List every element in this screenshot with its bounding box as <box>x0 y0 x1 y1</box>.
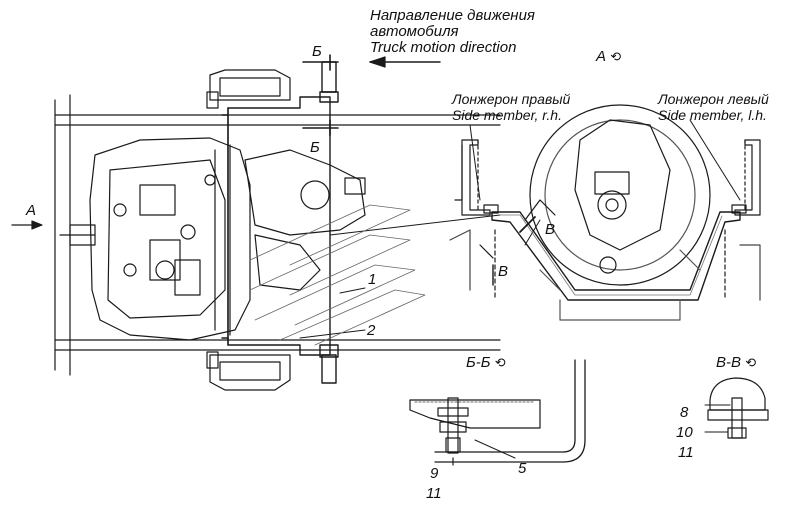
cut-v-label-lower: В <box>498 263 509 280</box>
callout-8: 8 <box>680 404 689 421</box>
view-a-title: А ⟲ <box>596 49 621 65</box>
arrow-a-label: А <box>26 202 37 219</box>
callout-1: 1 <box>368 271 377 288</box>
view-bb-title: Б-Б ⟲ <box>466 355 506 371</box>
motion-direction-line1: Направление движения <box>370 7 535 24</box>
view-vv-title: В-В ⟲ <box>716 355 756 371</box>
callout-9: 9 <box>430 465 439 482</box>
cross-member <box>221 61 339 384</box>
arrow-a-view <box>11 220 43 230</box>
rotation-icon: ⟲ <box>610 49 622 64</box>
side-member-left-en: Side member, l.h. <box>658 107 767 123</box>
section-b-cut <box>302 54 339 136</box>
section-b-bottom-label: Б <box>310 139 320 156</box>
view-bb-letters: Б-Б <box>466 354 491 371</box>
motion-direction-line2: автомобиля <box>370 23 459 40</box>
side-member-left-ru: Лонжерон левый <box>658 91 769 107</box>
callout-11-bb: 11 <box>426 485 442 502</box>
side-member-right-en: Side member, r.h. <box>452 107 562 123</box>
projection-lines <box>249 204 426 346</box>
motion-arrow <box>369 56 441 68</box>
engine-mounts <box>206 69 291 391</box>
view-a-letter: А <box>596 48 607 65</box>
section-b-top-label: Б <box>312 43 322 60</box>
view-vv-letters: В-В <box>716 354 742 371</box>
cut-v-label-upper: В <box>545 221 556 238</box>
motion-direction-line3: Truck motion direction <box>370 39 517 56</box>
side-member-right-ru: Лонжерон правый <box>452 91 571 107</box>
callout-10: 10 <box>676 424 693 441</box>
gearbox-assembly <box>59 137 366 341</box>
callout-leaders <box>299 119 741 339</box>
section-vv-detail <box>704 377 769 439</box>
frame-rails <box>54 94 501 376</box>
rotation-icon: ⟲ <box>494 355 506 370</box>
callout-2: 2 <box>367 322 376 339</box>
view-a-drawing <box>449 104 761 321</box>
rotation-icon: ⟲ <box>745 355 757 370</box>
callout-5: 5 <box>518 460 527 477</box>
section-bb-detail <box>409 359 586 466</box>
callout-11-vv: 11 <box>678 444 694 461</box>
